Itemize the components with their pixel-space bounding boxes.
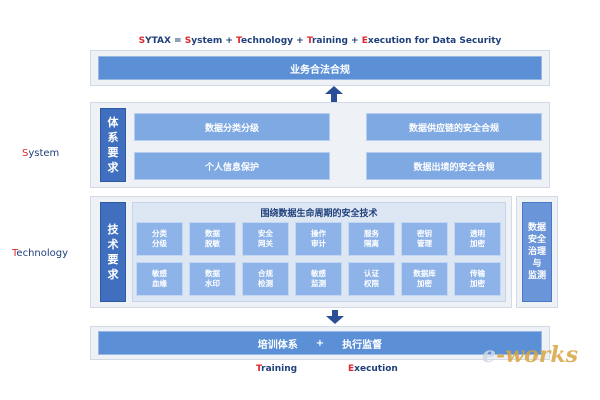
security-tech-cell: 认证权限: [348, 262, 395, 296]
security-tech-cell-line: 监测: [311, 279, 326, 288]
eworks-logo: e-works: [482, 342, 578, 368]
security-tech-cell-line: 操作: [311, 229, 326, 238]
security-tech-cell: 传输加密: [454, 262, 501, 296]
security-tech-cell-line: 检测: [258, 279, 273, 288]
execution-label: Execution: [348, 364, 398, 374]
security-tech-cell-line: 透明: [470, 229, 485, 238]
security-tech-cell-line: 分级: [152, 239, 167, 248]
security-tech-cell-line: 服务: [364, 229, 379, 238]
system-side-label: System: [22, 148, 60, 159]
security-tech-cell: 敏感监测: [295, 262, 342, 296]
security-tech-cell-line: 血缘: [152, 279, 167, 288]
down-arrow-stem: [332, 310, 338, 318]
security-tech-cell: 合规检测: [242, 262, 289, 296]
system-item: 数据供应链的安全合规: [366, 113, 542, 141]
security-tech-cell-line: 传输: [470, 269, 485, 278]
security-tech-cell-line: 数据库: [413, 269, 436, 278]
security-tech-cell: 数据库加密: [401, 262, 448, 296]
down-arrow-icon: [326, 316, 344, 324]
technology-requirements-header: 技 术 要 求: [100, 202, 126, 302]
security-tech-cell: 敏感血缘: [136, 262, 183, 296]
security-tech-cell-line: 数据: [205, 269, 220, 278]
security-tech-cell-line: 管理: [417, 239, 432, 248]
security-tech-cell-line: 权限: [364, 279, 379, 288]
data-security-governance-box: 数据 安全 治理 与 监测: [522, 202, 552, 302]
system-item: 数据分类分级: [134, 113, 330, 141]
security-tech-cell-line: 水印: [205, 279, 220, 288]
up-arrow-icon: [325, 86, 343, 94]
security-tech-cell-line: 密钥: [417, 229, 432, 238]
security-tech-cell: 操作审计: [295, 222, 342, 256]
training-label: Training: [256, 364, 298, 374]
security-tech-cell-line: 加密: [470, 279, 485, 288]
security-tech-cell-line: 网关: [258, 239, 273, 248]
security-tech-cell-line: 审计: [311, 239, 326, 248]
security-tech-cell-line: 安全: [258, 229, 273, 238]
lifecycle-security-header: 围绕数据生命周期的安全技术: [260, 208, 378, 219]
security-tech-cell: 安全网关: [242, 222, 289, 256]
system-item: 数据出境的安全合规: [366, 152, 542, 180]
up-arrow-stem: [331, 94, 337, 102]
security-tech-cell-line: 合规: [258, 269, 273, 278]
security-tech-cell-line: 脱敏: [205, 239, 220, 248]
security-tech-cell: 透明加密: [454, 222, 501, 256]
security-tech-cell: 数据脱敏: [189, 222, 236, 256]
business-compliance-bar: 业务合法合规: [98, 56, 542, 80]
diagram-title: SYTAX = System + Technology + Training +…: [138, 36, 502, 46]
security-tech-cell-line: 加密: [470, 239, 485, 248]
security-tech-cell-line: 隔离: [364, 239, 379, 248]
security-tech-cell-line: 敏感: [152, 269, 167, 278]
security-tech-cell: 数据水印: [189, 262, 236, 296]
security-tech-cell: 服务隔离: [348, 222, 395, 256]
security-tech-cell-line: 认证: [364, 269, 379, 278]
training-execution-bar: 培训体系 + 执行监督: [98, 331, 542, 355]
security-tech-cell-line: 敏感: [311, 269, 326, 278]
security-tech-cell-line: 数据: [205, 229, 220, 238]
system-item: 个人信息保护: [134, 152, 330, 180]
security-tech-cell-line: 加密: [417, 279, 432, 288]
security-tech-cell: 密钥管理: [401, 222, 448, 256]
security-tech-cell: 分类分级: [136, 222, 183, 256]
technology-side-label: Technology: [12, 248, 69, 259]
system-requirements-header: 体 系 要 求: [100, 108, 126, 182]
security-tech-cell-line: 分类: [152, 229, 167, 238]
